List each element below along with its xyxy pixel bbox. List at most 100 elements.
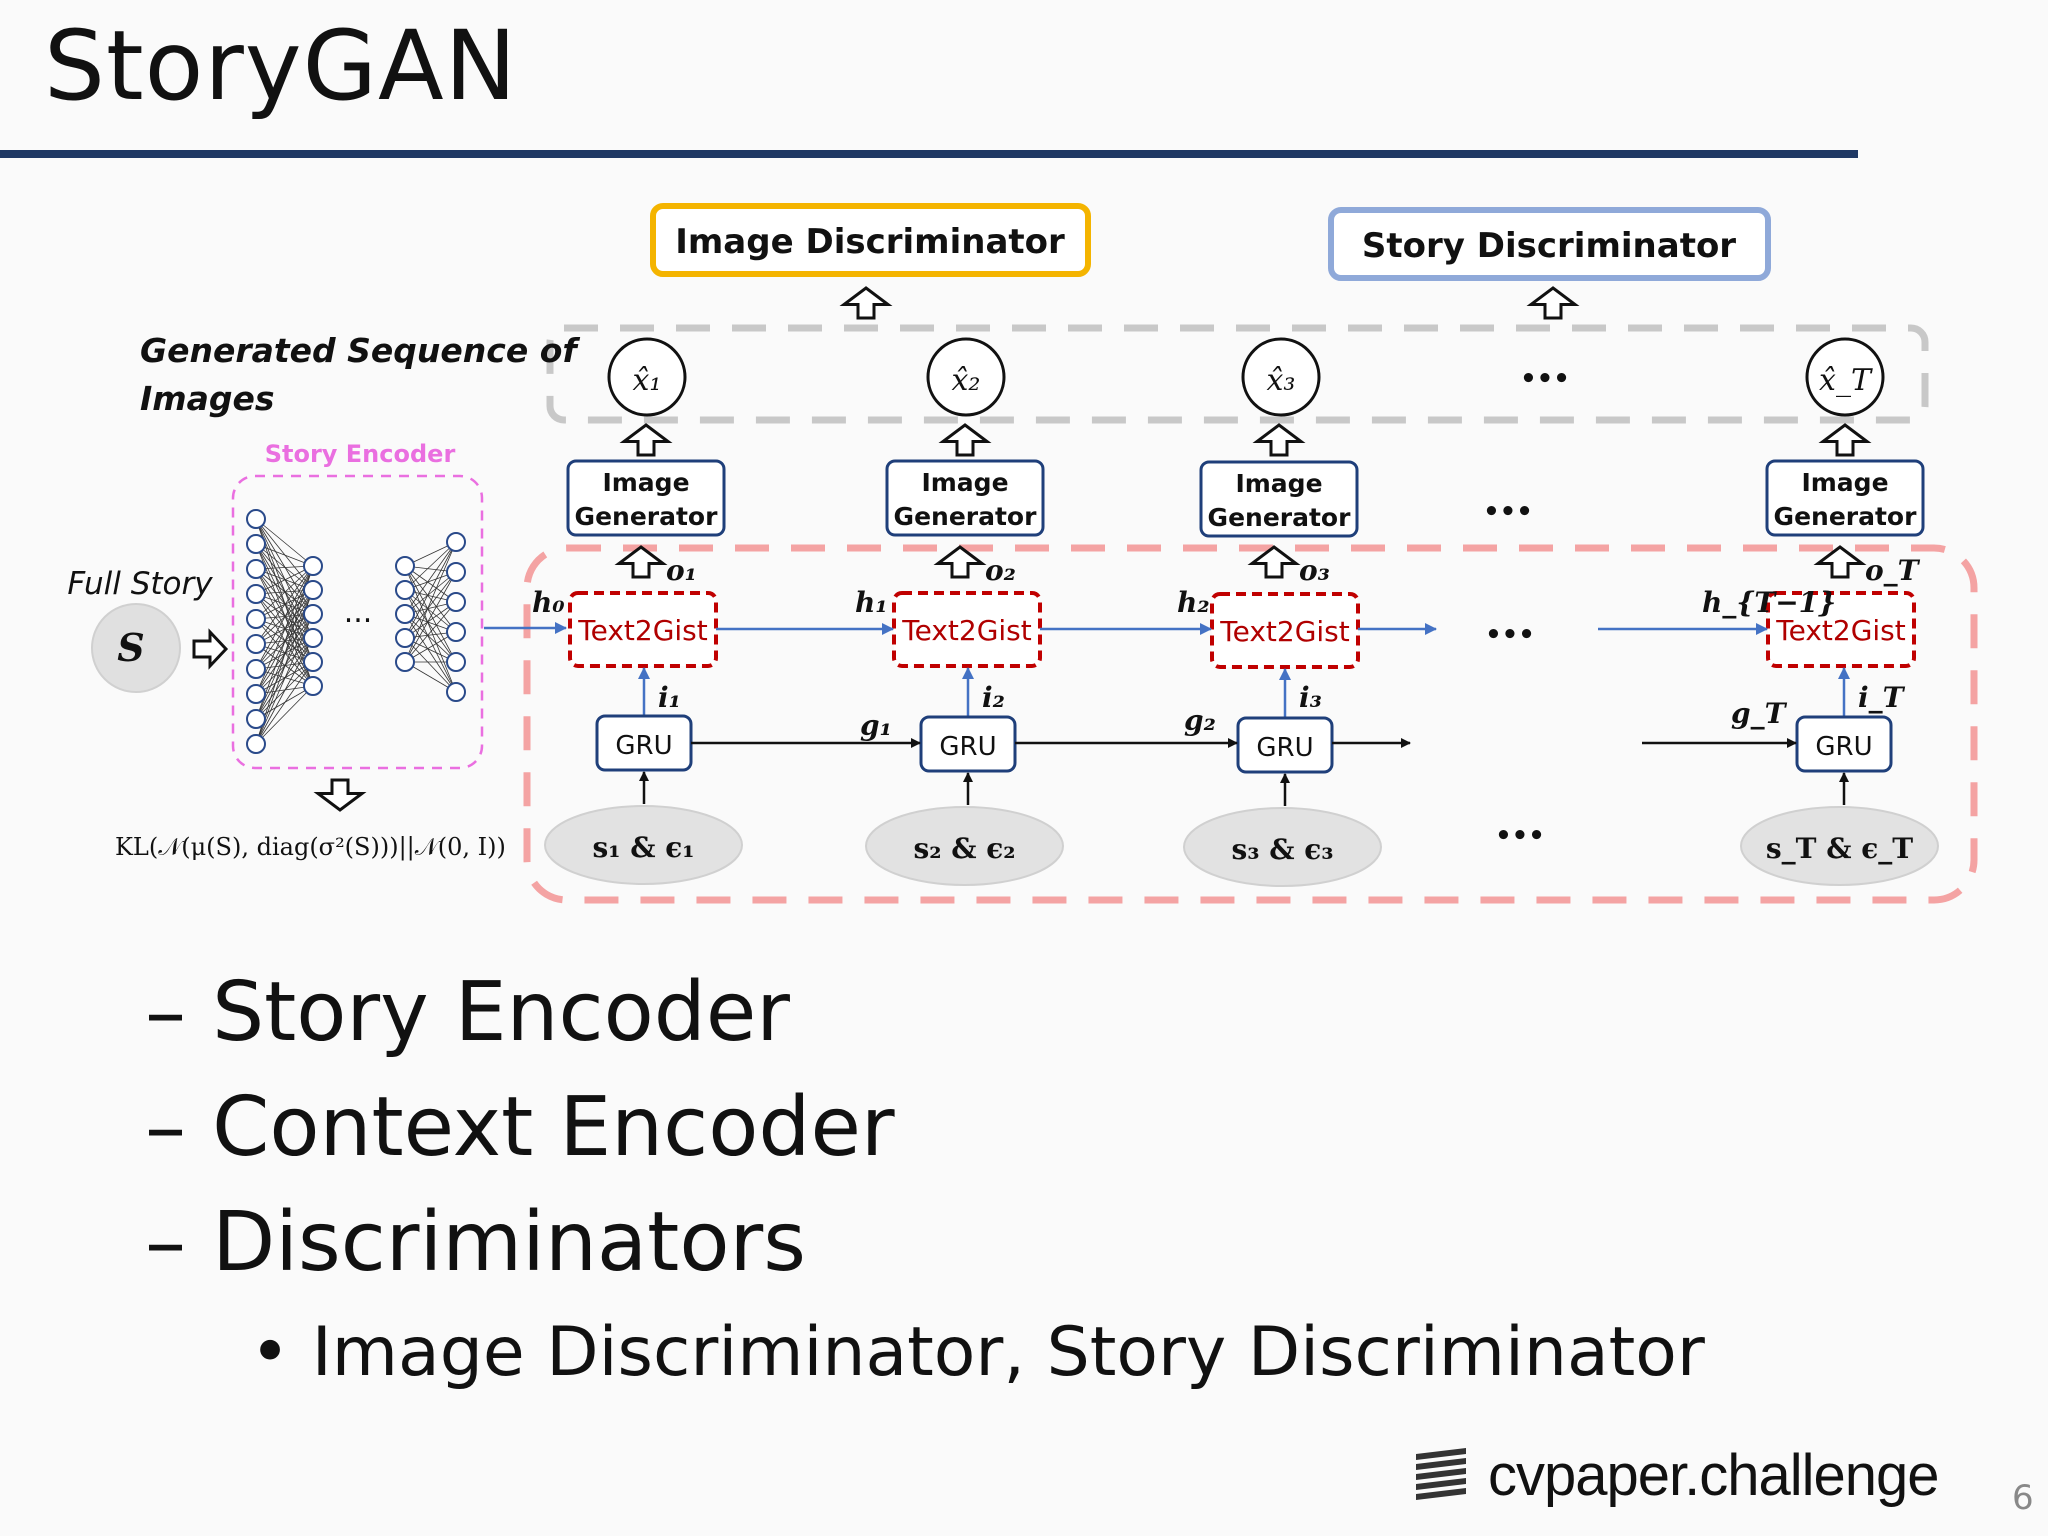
nn-edge: [255, 565, 314, 745]
nn-node: [246, 559, 266, 579]
generated-image-node-3: [1241, 337, 1321, 417]
nn-node: [395, 628, 415, 648]
nn-node: [246, 709, 266, 729]
sentence-label-4: s_T & ϵ_T: [1766, 832, 1913, 865]
nn-edge: [255, 593, 314, 663]
image-generator-label-4: Generator: [1774, 502, 1918, 531]
text2gist-box-3: [1210, 592, 1360, 669]
text2gist-label-1: Text2Gist: [577, 614, 708, 647]
gist-input-label-1: i₁: [658, 681, 681, 714]
hidden-label-3: h₂: [1177, 586, 1210, 619]
nn-edge: [255, 543, 314, 567]
image-generator-label-2: Generator: [894, 502, 1038, 531]
nn-node: [246, 509, 266, 529]
context-encoder-region: [523, 544, 1978, 904]
text2gist-box-2: [892, 591, 1042, 668]
global-label-1: g₁: [860, 709, 892, 742]
output-label-1: o₁: [666, 554, 697, 587]
sentence-label-1: s₁ & ϵ₁: [592, 831, 694, 864]
gru-label-3: GRU: [1256, 733, 1313, 763]
bullet-discriminator-types: • Image Discriminator, Story Discriminat…: [250, 1313, 1705, 1392]
nn-edge: [255, 518, 314, 591]
nn-node: [303, 556, 323, 576]
generated-sequence-region: [546, 324, 1929, 424]
generated-image-label-3: x̂₃: [1267, 363, 1296, 398]
global-label-2: g₂: [1184, 704, 1216, 737]
up-arrow-to-image-1: [619, 423, 673, 457]
image-generator-box-2: [885, 459, 1045, 537]
bullet-story-encoder: – Story Encoder: [145, 965, 790, 1060]
logo-text: cvpaper.challenge: [1488, 1443, 1940, 1508]
sentence-label-3: s₃ & ϵ₃: [1231, 833, 1333, 866]
sequence-ellipsis-1: •••: [1520, 364, 1570, 394]
logo-stack-icon: [1416, 1447, 1466, 1500]
up-arrow-image-discriminator: [839, 286, 893, 320]
nn-node: [246, 634, 266, 654]
up-arrow-to-image-3: [1252, 423, 1306, 457]
gru-box-3: [1236, 716, 1334, 774]
gru-label-4: GRU: [1815, 732, 1872, 762]
up-arrow-to-generator-2: [933, 545, 987, 579]
generated-image-node-1: [607, 337, 687, 417]
nn-edge: [255, 685, 314, 745]
cvpaper-logo: cvpaper.challenge: [1410, 1442, 1940, 1509]
nn-node: [446, 532, 466, 552]
nn-node: [395, 652, 415, 672]
nn-edge: [404, 541, 457, 639]
nn-edge: [255, 565, 314, 620]
gru-label-2: GRU: [939, 732, 996, 762]
generated-image-label-4: x̂_T: [1819, 363, 1873, 398]
image-generator-label-4: Image: [1801, 468, 1888, 497]
generated-sequence-label-2: Images: [140, 379, 275, 418]
nn-node: [446, 562, 466, 582]
nn-edge: [255, 518, 314, 567]
image-generator-box-4: [1765, 459, 1925, 537]
generated-image-label-2: x̂₂: [952, 363, 981, 398]
nn-ellipsis: ...: [344, 595, 373, 630]
gru-label-1: GRU: [615, 731, 672, 761]
nn-edge: [255, 637, 314, 745]
nn-edge: [255, 565, 314, 595]
nn-edge: [255, 568, 314, 615]
image-generator-box-1: [566, 459, 726, 537]
title-underline: [0, 150, 1858, 158]
sentence-label-2: s₂ & ϵ₂: [913, 832, 1015, 865]
nn-node: [303, 676, 323, 696]
sequence-ellipsis-2: •••: [1483, 497, 1533, 527]
nn-edge: [255, 643, 314, 687]
nn-edge: [404, 571, 457, 615]
gist-input-label-4: i_T: [1858, 681, 1906, 714]
text2gist-box-1: [568, 591, 718, 668]
nn-edge: [255, 543, 314, 615]
up-arrow-to-generator-4: [1813, 545, 1867, 579]
nn-edge: [255, 565, 314, 645]
story-encoder-label: Story Encoder: [265, 440, 456, 468]
image-generator-label-1: Image: [602, 468, 689, 497]
image-generator-label-3: Generator: [1208, 503, 1352, 532]
slide-title: StoryGAN: [44, 10, 518, 122]
nn-edge: [255, 568, 314, 639]
nn-node: [246, 584, 266, 604]
nn-node: [246, 659, 266, 679]
gist-input-label-2: i₂: [982, 681, 1005, 714]
nn-node: [395, 580, 415, 600]
hidden-label-2: h₁: [855, 586, 888, 619]
sentence-node-1: [544, 805, 743, 885]
nn-node: [246, 534, 266, 554]
image-generator-label-1: Generator: [575, 502, 719, 531]
output-label-2: o₂: [985, 554, 1016, 587]
image-generator-label-2: Image: [921, 468, 1008, 497]
page-number: 6: [2012, 1478, 2034, 1518]
right-arrow-into-encoder: [192, 628, 229, 670]
kl-formula: KL(𝒩(μ(S), diag(σ²(S)))||𝒩(0, I)): [115, 833, 506, 862]
bullet-discriminators: – Discriminators: [145, 1195, 806, 1290]
story-discriminator-label: Story Discriminator: [1362, 226, 1736, 266]
nn-node: [446, 592, 466, 612]
story-discriminator-box: [1328, 207, 1771, 281]
nn-edge: [404, 589, 457, 633]
nn-node: [303, 604, 323, 624]
nn-node: [303, 580, 323, 600]
up-arrow-to-image-2: [938, 423, 992, 457]
story-node: [91, 603, 181, 693]
up-arrow-to-generator-1: [614, 545, 668, 579]
